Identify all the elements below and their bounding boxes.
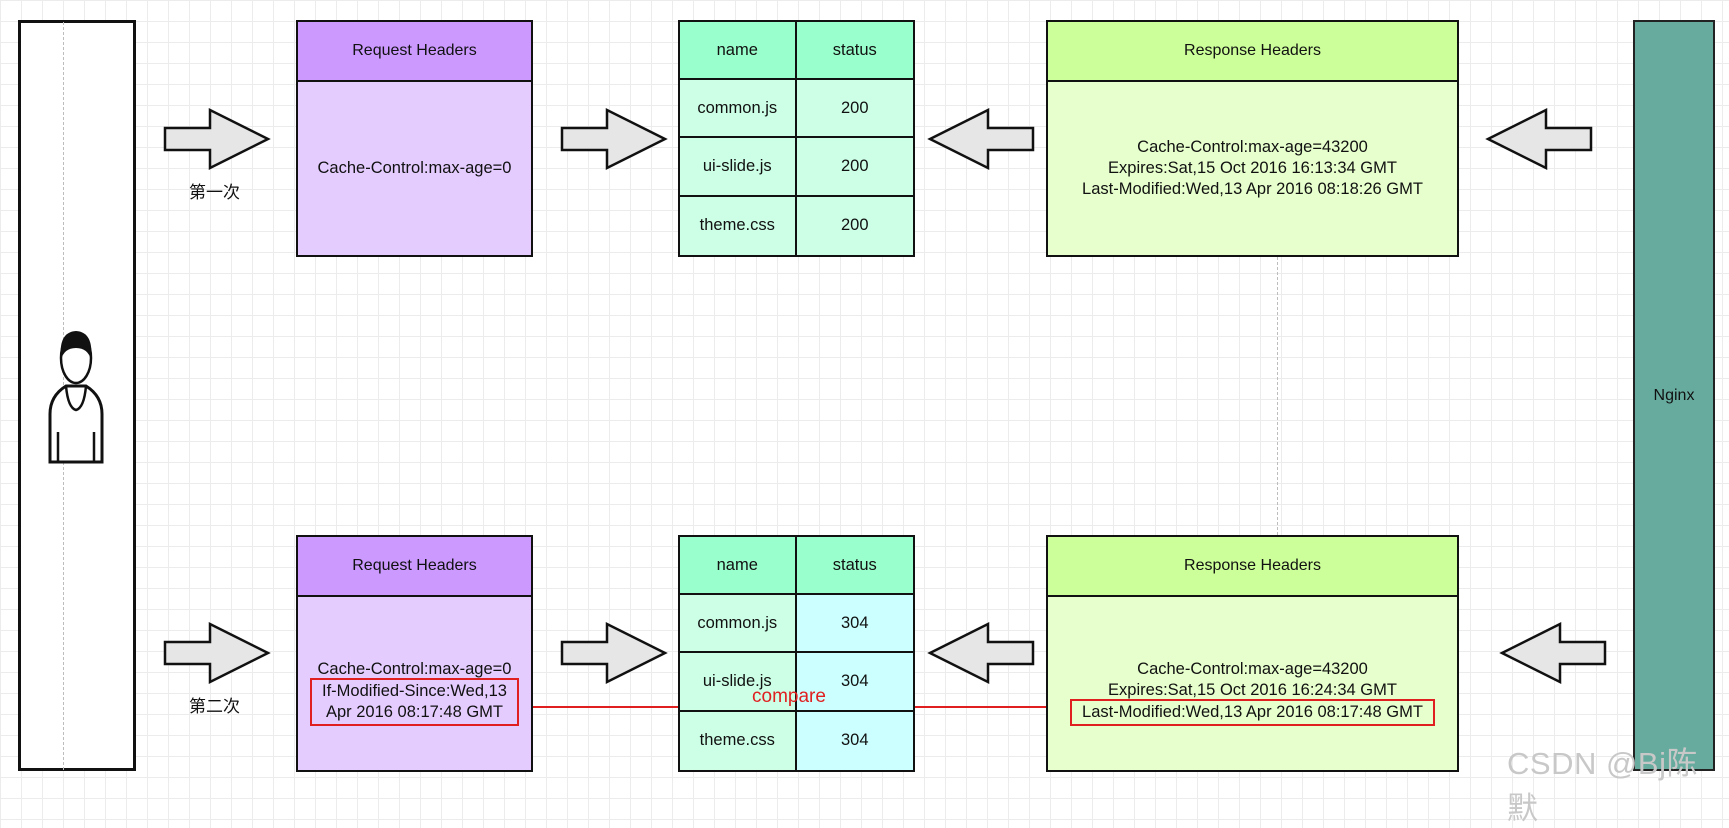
request-header-line: If-Modified-Since:Wed,13 — [322, 682, 507, 700]
request-headers-panel-2: Request Headers Cache-Control:max-age=0 … — [296, 535, 533, 772]
table-cell-name: ui-slide.js — [680, 653, 797, 712]
table-cell-status: 200 — [796, 80, 913, 139]
response-headers-panel-2: Response Headers Cache-Control:max-age=4… — [1046, 535, 1459, 772]
request-headers-body-1: Cache-Control:max-age=0 — [298, 82, 531, 255]
response-header-line: Expires:Sat,15 Oct 2016 16:13:34 GMT — [1108, 159, 1397, 177]
compare-label: compare — [752, 686, 826, 707]
round-label-second: 第二次 — [189, 697, 240, 716]
response-header-line: Last-Modified:Wed,13 Apr 2016 08:18:26 G… — [1082, 180, 1423, 198]
round-label-first: 第一次 — [189, 183, 240, 202]
response-headers-body-1: Cache-Control:max-age=43200 Expires:Sat,… — [1048, 82, 1457, 255]
resource-table-2: name status common.js 304 ui-slide.js 30… — [678, 535, 915, 772]
request-headers-title-1: Request Headers — [298, 22, 531, 82]
table-cell-name: common.js — [680, 80, 797, 139]
table-header-status: status — [796, 22, 913, 80]
table-header-status: status — [796, 537, 913, 595]
last-modified-highlight: Last-Modified:Wed,13 Apr 2016 08:17:48 G… — [1070, 699, 1435, 726]
arrow-left-response-to-table-1 — [927, 107, 1035, 171]
table-cell-name: ui-slide.js — [680, 138, 797, 197]
arrow-right-request-to-table-2 — [560, 621, 668, 685]
table-header-name: name — [680, 22, 797, 80]
nginx-server-column: Nginx — [1633, 20, 1715, 771]
arrow-right-request-to-table-1 — [560, 107, 668, 171]
arrow-right-client-to-request-2 — [163, 621, 271, 685]
nginx-label: Nginx — [1653, 386, 1695, 404]
table-cell-status: 200 — [796, 138, 913, 197]
response-headers-panel-1: Response Headers Cache-Control:max-age=4… — [1046, 20, 1459, 257]
table-cell-status: 304 — [796, 653, 913, 712]
arrow-left-response-to-table-2 — [927, 621, 1035, 685]
table-cell-status: 304 — [796, 595, 913, 654]
arrow-left-nginx-to-response-2 — [1499, 621, 1607, 685]
table-cell-name: common.js — [680, 595, 797, 654]
response-header-line: Cache-Control:max-age=43200 — [1137, 660, 1368, 678]
request-header-line: Apr 2016 08:17:48 GMT — [325, 703, 503, 721]
table-header-name: name — [680, 537, 797, 595]
watermark: CSDN @Bj陈默 — [1507, 746, 1698, 826]
arrow-left-nginx-to-response-1 — [1485, 107, 1593, 171]
request-headers-title-2: Request Headers — [298, 537, 531, 597]
response-header-line: Expires:Sat,15 Oct 2016 16:24:34 GMT — [1108, 681, 1397, 699]
flow-arrows — [163, 107, 1607, 708]
table-cell-name: theme.css — [680, 711, 797, 770]
table-cell-status: 200 — [796, 196, 913, 255]
table-cell-name: theme.css — [680, 196, 797, 255]
request-headers-panel-1: Request Headers Cache-Control:max-age=0 — [296, 20, 533, 257]
response-headers-body-2: Cache-Control:max-age=43200 Expires:Sat,… — [1048, 597, 1457, 770]
server-guide-line — [1277, 22, 1278, 770]
request-header-line: Cache-Control:max-age=0 — [317, 660, 512, 678]
resource-table-1: name status common.js 200 ui-slide.js 20… — [678, 20, 915, 257]
response-header-line: Cache-Control:max-age=43200 — [1137, 138, 1368, 156]
response-headers-title-1: Response Headers — [1048, 22, 1457, 82]
person-icon — [48, 331, 104, 464]
request-headers-body-2: Cache-Control:max-age=0 If-Modified-Sinc… — [298, 597, 531, 770]
request-header-line: Cache-Control:max-age=0 — [317, 159, 512, 177]
arrow-right-client-to-request-1 — [163, 107, 271, 171]
response-headers-title-2: Response Headers — [1048, 537, 1457, 597]
response-header-line: Last-Modified:Wed,13 Apr 2016 08:17:48 G… — [1082, 703, 1423, 721]
if-modified-since-highlight: If-Modified-Since:Wed,13 Apr 2016 08:17:… — [310, 678, 519, 726]
table-cell-status: 304 — [796, 711, 913, 770]
